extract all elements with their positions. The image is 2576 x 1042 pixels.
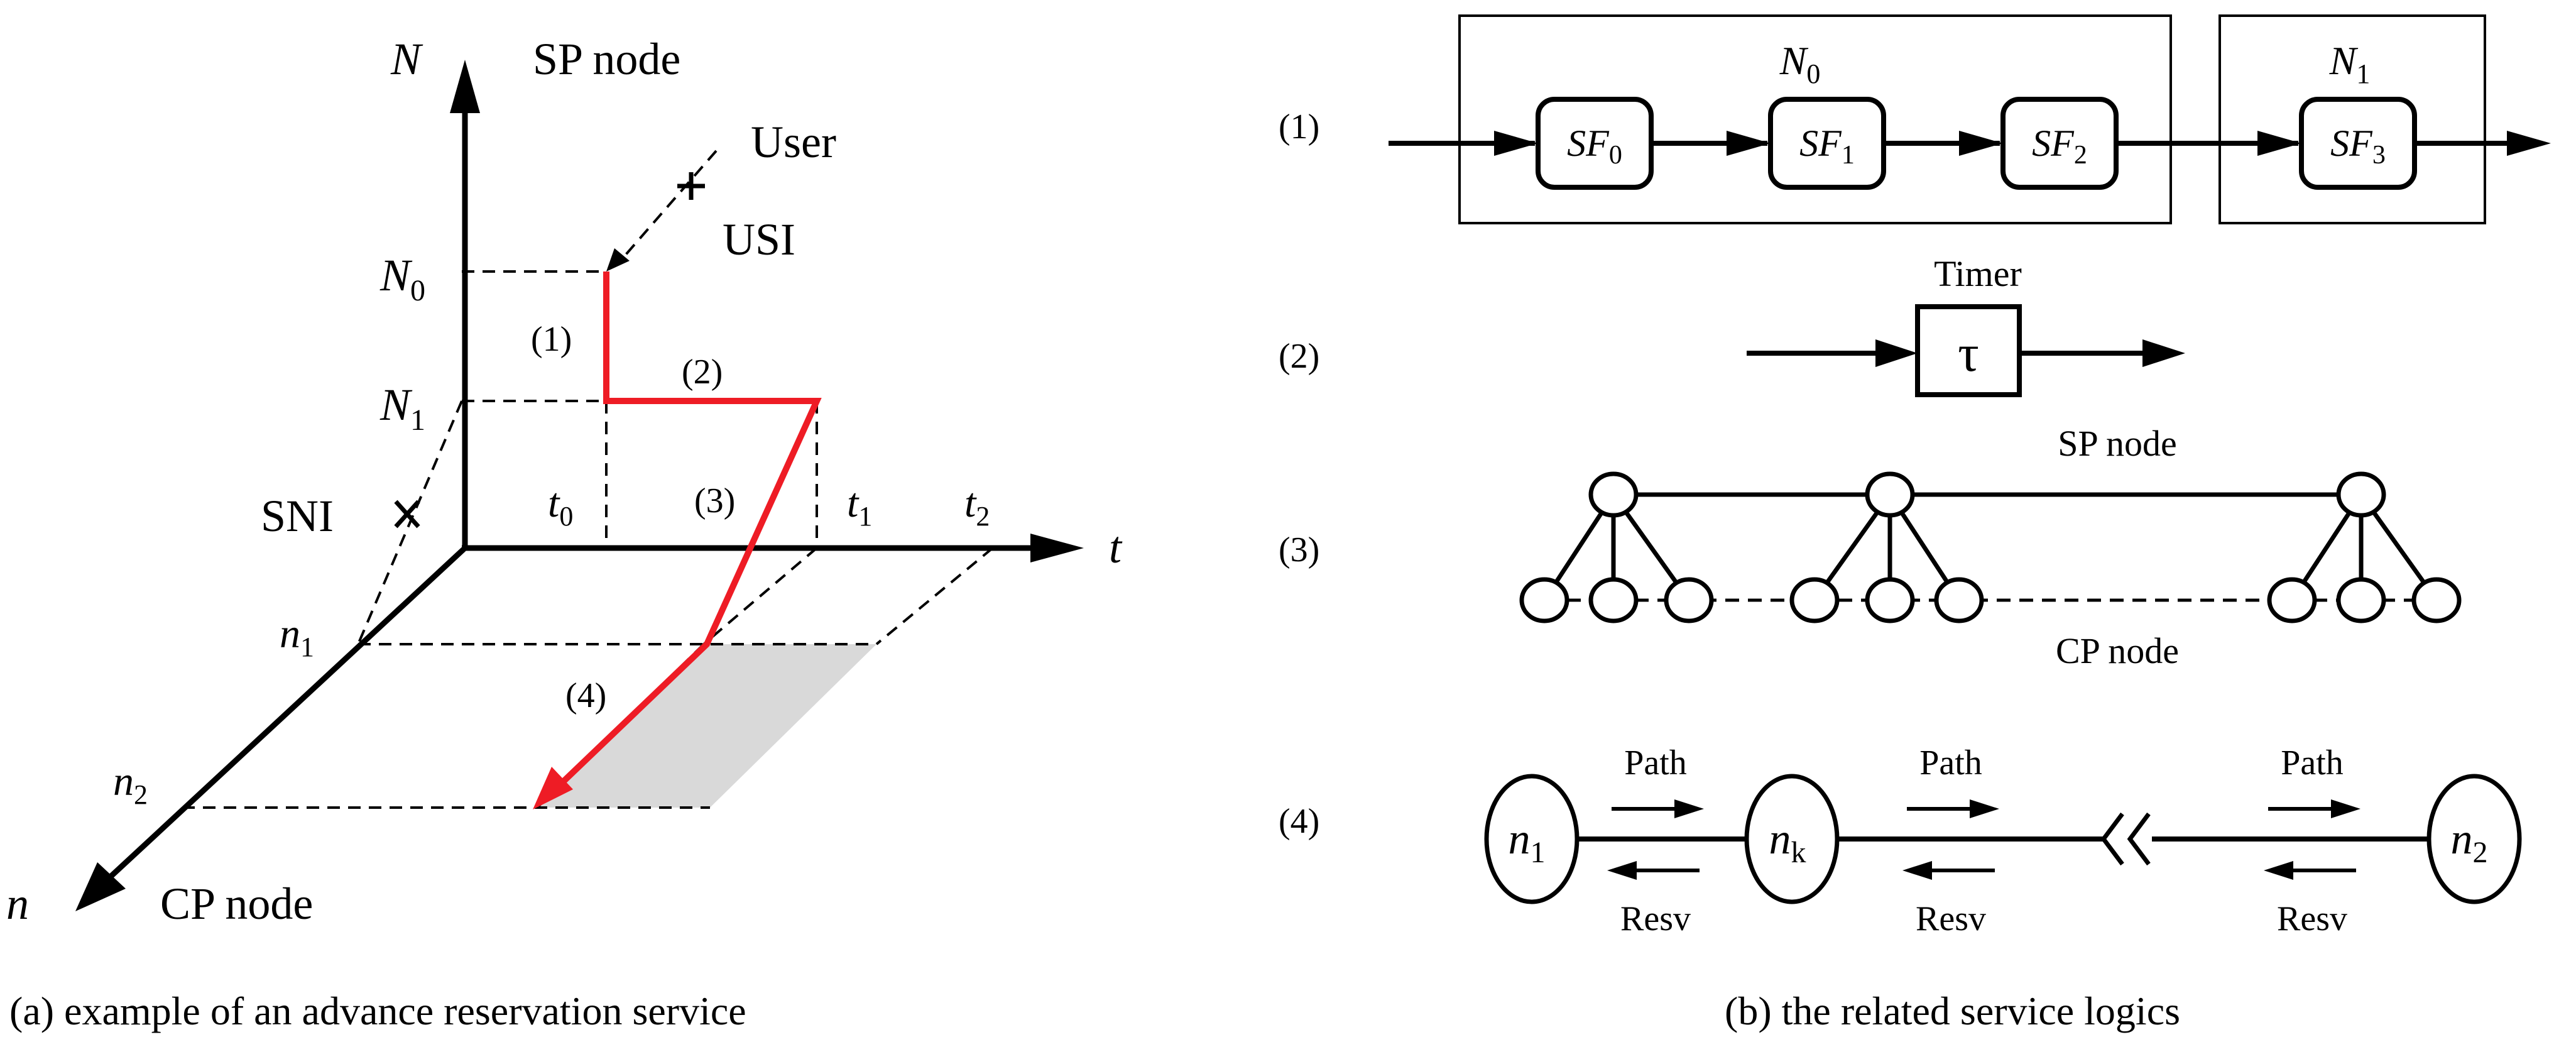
resv-label-2: Resv bbox=[1916, 899, 1986, 938]
N-axis-label: N bbox=[390, 34, 423, 84]
arrowheads-row1 bbox=[1494, 131, 2551, 156]
row3-label: (3) bbox=[1279, 530, 1319, 569]
user-label: User bbox=[751, 117, 836, 167]
row1-label: (1) bbox=[1279, 107, 1319, 146]
n1-label: n1 bbox=[280, 611, 314, 662]
n2-label: n2 bbox=[113, 759, 148, 810]
sf3-label: SF3 bbox=[2330, 123, 2386, 170]
sp-node-label: SP node bbox=[533, 34, 680, 84]
path-label-2: Path bbox=[1919, 743, 1982, 782]
caption-b: (b) the related service logics bbox=[1725, 989, 2180, 1033]
sf2-box bbox=[2000, 97, 2119, 190]
axes bbox=[101, 94, 1037, 886]
n-axis-label: n bbox=[6, 879, 29, 929]
resv-label-3: Resv bbox=[2277, 899, 2347, 938]
node-N1-box bbox=[2219, 14, 2486, 224]
sni-label: SNI bbox=[261, 491, 334, 541]
node-N0-label: N0 bbox=[1779, 38, 1821, 89]
row2-label: (2) bbox=[1279, 337, 1319, 376]
row4-label: (4) bbox=[1279, 802, 1319, 841]
sf3-box bbox=[2299, 97, 2417, 190]
sf0-label: SF0 bbox=[1567, 123, 1622, 170]
node-nk-label: nk bbox=[1769, 815, 1806, 869]
node-n1 bbox=[1484, 774, 1580, 904]
sp-nodes bbox=[1588, 471, 2386, 518]
path-label-1: Path bbox=[1624, 743, 1687, 782]
path-arrowheads bbox=[1674, 799, 2360, 818]
link-break-symbol bbox=[2100, 812, 2151, 866]
timer-label: Timer bbox=[1934, 253, 2022, 294]
t2-label: t2 bbox=[964, 480, 990, 532]
node-n2-label: n2 bbox=[2451, 815, 2488, 869]
sp-node-tree-label: SP node bbox=[2058, 423, 2177, 464]
timer-out-arrowhead bbox=[2142, 339, 2185, 367]
sf2-label: SF2 bbox=[2032, 123, 2087, 170]
reservation-region bbox=[537, 644, 876, 808]
node-n2 bbox=[2426, 774, 2522, 904]
t-axis-label: t bbox=[1109, 522, 1123, 573]
panel-a: N t n SP node CP node User USI SNI N0 N1… bbox=[6, 34, 1123, 1033]
panel-b: (1) N0 N1 SF0 SF1 SF2 SF3 (2) Timer bbox=[1279, 14, 2551, 1033]
t1-label: t1 bbox=[847, 480, 872, 532]
tau-symbol: τ bbox=[1958, 324, 1979, 383]
N0-label: N0 bbox=[379, 250, 425, 307]
step-2-label: (2) bbox=[682, 353, 723, 392]
cp-nodes bbox=[1519, 577, 2462, 623]
resv-label-1: Resv bbox=[1620, 899, 1691, 938]
reservation-path-arrowhead bbox=[533, 767, 573, 809]
t0-label: t0 bbox=[548, 480, 573, 532]
node-n1-label: n1 bbox=[1509, 815, 1546, 869]
usi-label: USI bbox=[723, 214, 795, 265]
n-axis bbox=[101, 546, 467, 886]
sni-cross-marker bbox=[394, 500, 420, 529]
step-1-label: (1) bbox=[531, 320, 572, 359]
t-axis-arrowhead bbox=[1030, 534, 1084, 562]
step-4-label: (4) bbox=[565, 676, 606, 715]
N-axis-arrowhead bbox=[450, 60, 480, 113]
cp-node-tree-label: CP node bbox=[2056, 630, 2179, 671]
usi-arrowhead bbox=[606, 248, 630, 271]
sf1-box bbox=[1768, 97, 1886, 190]
usi-cross-marker bbox=[677, 172, 705, 200]
timer-in-arrowhead bbox=[1875, 339, 1918, 367]
cp-node-label: CP node bbox=[160, 879, 313, 929]
resv-arrowheads bbox=[1607, 861, 2293, 880]
sf1-label: SF1 bbox=[1799, 123, 1855, 170]
caption-a: (a) example of an advance reservation se… bbox=[9, 989, 746, 1033]
reservation-path bbox=[560, 271, 822, 785]
N1-label: N1 bbox=[379, 380, 425, 437]
sf0-box bbox=[1536, 97, 1654, 190]
n-axis-arrowhead bbox=[75, 862, 126, 911]
path-label-3: Path bbox=[2281, 743, 2344, 782]
node-nk bbox=[1744, 774, 1840, 904]
node-N0-box bbox=[1458, 14, 2172, 224]
step-3-label: (3) bbox=[694, 481, 735, 520]
node-N1-label: N1 bbox=[2329, 38, 2371, 89]
